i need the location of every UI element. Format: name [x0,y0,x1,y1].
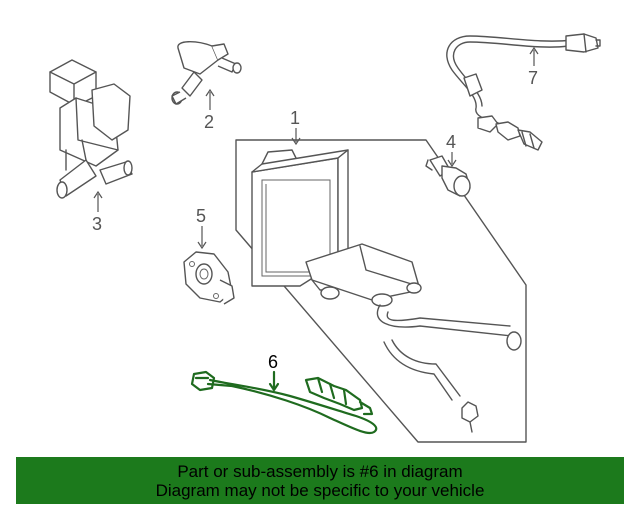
part-5-thermo-valve[interactable] [183,251,235,305]
callout-5-label: 5 [196,206,206,226]
callout-6-label: 6 [268,352,278,372]
callout-7-label: 7 [528,68,538,88]
info-banner: Part or sub-assembly is #6 in diagram Di… [16,457,624,504]
callout-7: 7 [528,46,539,88]
callout-4-label: 4 [446,132,456,152]
banner-line-1: Part or sub-assembly is #6 in diagram [177,461,463,481]
callout-5: 5 [196,206,207,250]
part-2-valve[interactable] [171,41,242,105]
callout-2: 2 [204,88,215,132]
banner-line-2: Diagram may not be specific to your vehi… [155,480,485,500]
callout-3: 3 [92,190,103,234]
callout-1: 1 [290,108,301,146]
part-6-oxygen-sensor[interactable] [190,370,378,435]
callout-4: 4 [446,132,457,168]
callout-6: 6 [268,352,280,392]
callout-3-label: 3 [92,214,102,234]
part-7-oxygen-sensor[interactable] [446,33,601,151]
callout-2-label: 2 [204,112,214,132]
part-3-vsv[interactable] [49,59,133,199]
parts-diagram: 1 2 3 4 5 6 7 [49,33,601,443]
callout-1-label: 1 [290,108,300,128]
part-1-charcoal-canister[interactable] [235,139,527,443]
part-4-sensor[interactable] [425,155,471,197]
